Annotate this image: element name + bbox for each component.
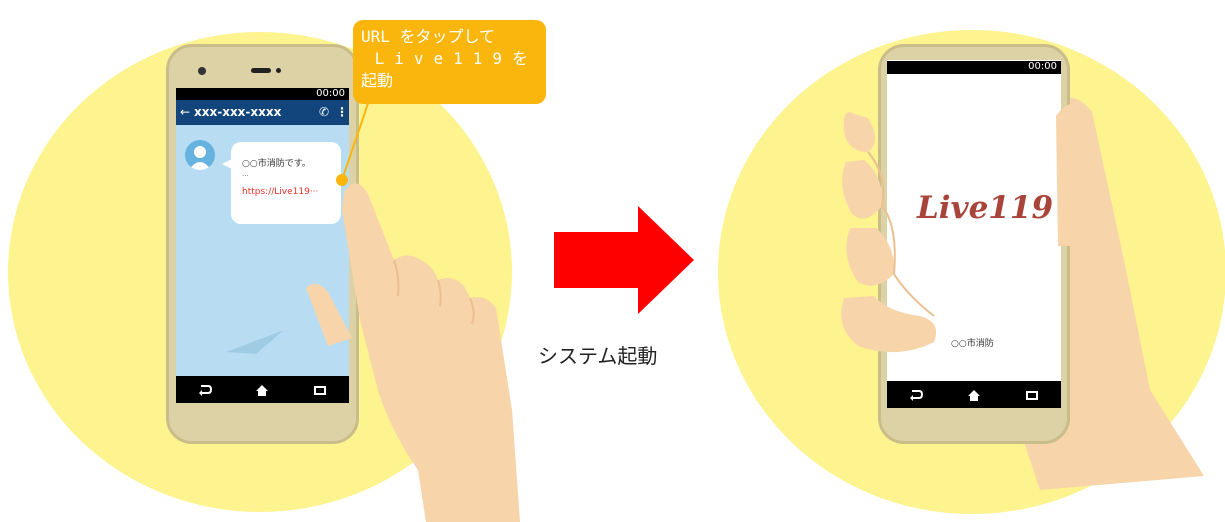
status-time: 00:00: [1028, 61, 1057, 72]
holding-hand-fingers: [841, 112, 937, 353]
back-icon[interactable]: [198, 384, 212, 396]
left-phone-screen: 00:00 ← xxx-xxx-xxxx ✆ ⋮ ○○市消防です。 ... ht…: [176, 88, 349, 403]
right-phone-display: 00:00 Live119 ○○市消防: [887, 60, 1061, 408]
system-launch-caption: システム起動: [538, 344, 658, 368]
user-avatar-icon: [189, 146, 211, 170]
right-arrow-icon: [554, 206, 694, 314]
navigation-bar: [887, 381, 1061, 408]
callout-line3: 起動: [361, 71, 394, 90]
thumb-shape: [306, 283, 352, 346]
tapping-hand: [342, 183, 520, 522]
message-line2: ...: [242, 170, 249, 178]
message-link[interactable]: https://Live119···: [242, 187, 319, 197]
message-bubble: [231, 142, 341, 224]
home-icon[interactable]: [255, 384, 269, 396]
status-bar: 00:00: [887, 61, 1061, 74]
paper-plane-icon: [226, 330, 284, 354]
status-bar: 00:00: [176, 88, 349, 100]
recent-apps-icon[interactable]: [1025, 389, 1039, 401]
instruction-callout: URL をタップして Live119を 起動: [353, 20, 546, 104]
org-name: ○○市消防: [951, 339, 994, 349]
navigation-bar: [176, 376, 349, 403]
back-arrow-icon[interactable]: ←: [180, 105, 191, 119]
camera-icon: [198, 67, 206, 75]
sensor-dot-icon: [276, 68, 281, 73]
left-phone: 00:00 ← xxx-xxx-xxxx ✆ ⋮ ○○市消防です。 ... ht…: [166, 44, 359, 444]
chat-header: ← xxx-xxx-xxxx ✆ ⋮: [176, 100, 349, 125]
phone-call-icon[interactable]: ✆: [319, 105, 330, 119]
recent-apps-icon[interactable]: [313, 384, 327, 396]
status-time: 00:00: [316, 88, 345, 99]
speaker-icon: [251, 68, 271, 73]
home-icon[interactable]: [967, 389, 981, 401]
message-line1: ○○市消防です。: [242, 159, 311, 169]
app-logo: Live119: [917, 190, 1054, 226]
header-number: xxx-xxx-xxxx: [194, 105, 282, 119]
holding-hand-thumb: [1056, 103, 1094, 246]
callout-line1: URL をタップして: [361, 27, 496, 46]
right-phone: 00:00 Live119 ○○市消防: [878, 44, 1070, 444]
bubble-tail: [222, 158, 234, 170]
more-menu-icon[interactable]: ⋮: [336, 105, 348, 119]
back-icon[interactable]: [909, 389, 923, 401]
avatar: [185, 140, 215, 170]
callout-line2: Live119を: [374, 49, 538, 68]
